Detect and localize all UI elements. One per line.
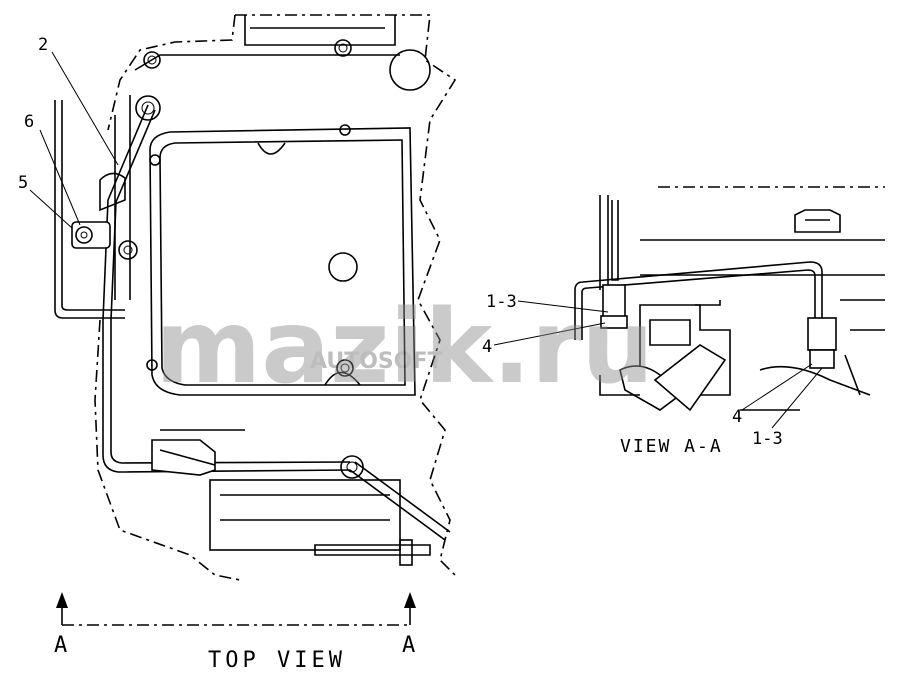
clip-bracket <box>71 172 126 249</box>
callout-4-lower: 4 <box>732 407 742 427</box>
callout-5: 5 <box>18 173 28 193</box>
view-aa-caption: VIEW A-A <box>620 436 723 457</box>
watermark-main: mazik.ru <box>155 288 654 407</box>
section-mark-right: A <box>402 633 419 658</box>
watermark-sub: AUTOSOFT <box>310 349 443 374</box>
watermark: mazik.ru AUTOSOFT <box>155 288 654 407</box>
callout-1-3-upper: 1-3 <box>486 292 517 312</box>
lower-fitting-area <box>151 429 431 566</box>
cover-outline <box>118 39 431 396</box>
view-aa-assembly <box>574 186 885 412</box>
fuel-line-tube <box>54 95 451 541</box>
top-view-caption: TOP VIEW <box>208 648 346 673</box>
engine-block-outline <box>94 14 457 581</box>
callout-6: 6 <box>24 112 34 132</box>
callout-1-3-lower: 1-3 <box>752 429 783 449</box>
section-line-aa <box>56 592 416 626</box>
callout-4-upper: 4 <box>482 337 492 357</box>
section-mark-left: A <box>54 633 71 658</box>
leader-lines <box>29 51 823 429</box>
callout-2: 2 <box>38 35 48 55</box>
